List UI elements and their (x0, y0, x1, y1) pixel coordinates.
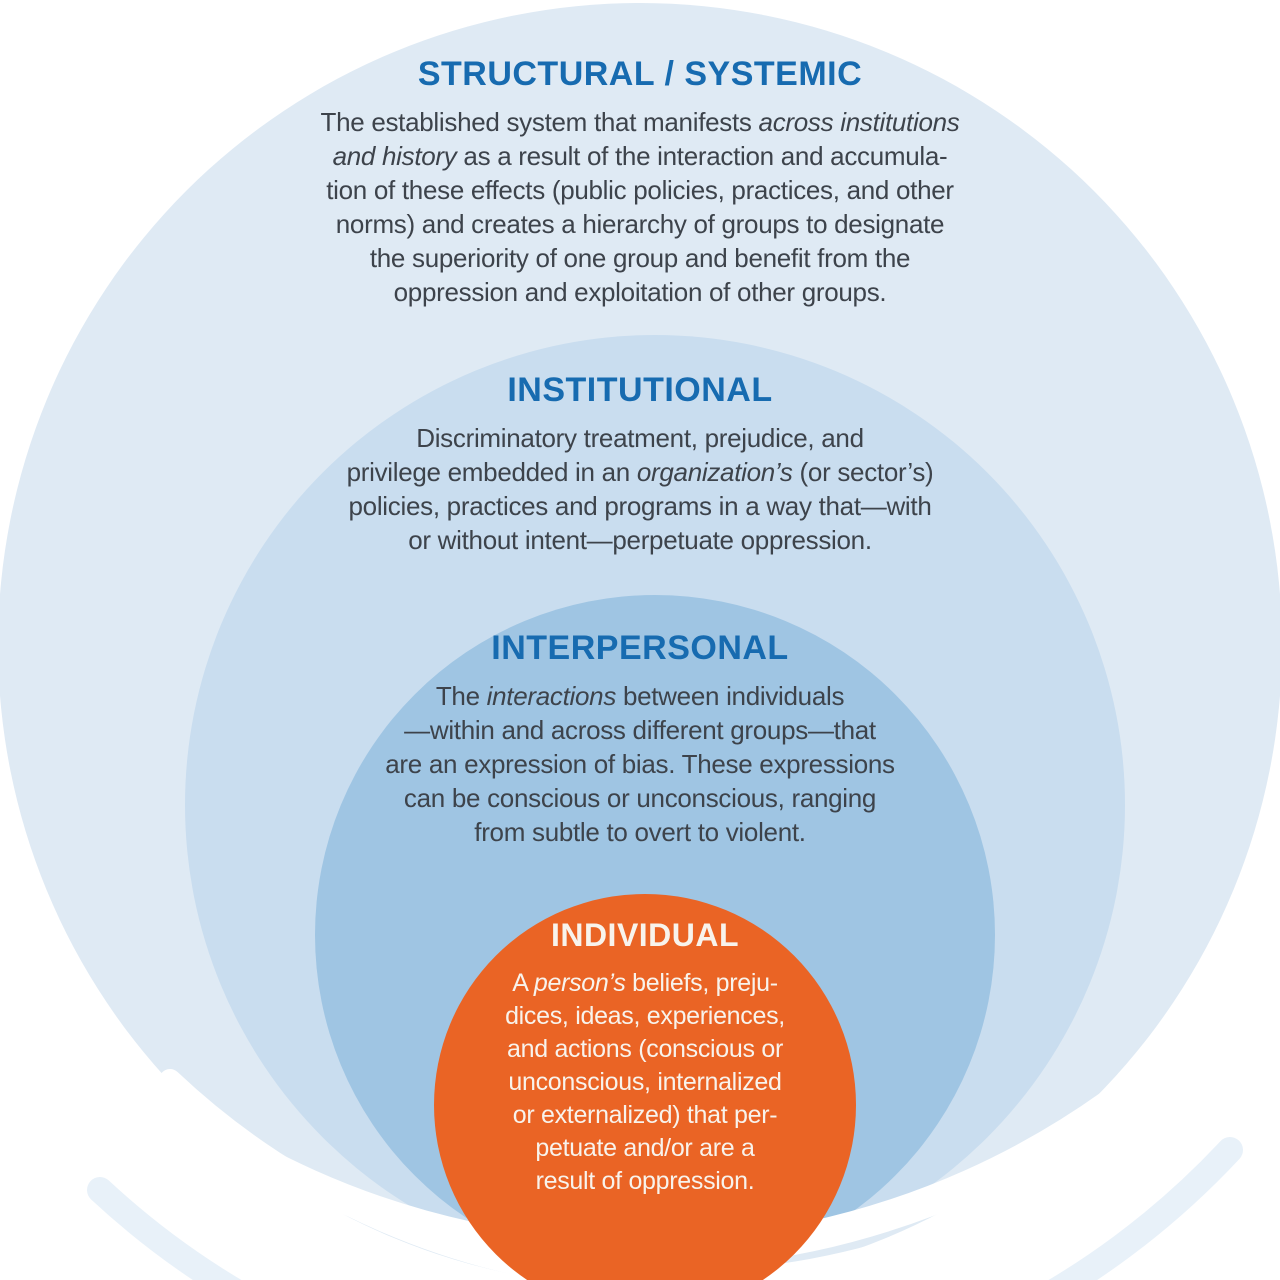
interpersonal-title: INTERPERSONAL (491, 629, 789, 667)
interpersonal-description: The interactions between individuals—wit… (385, 681, 895, 848)
faint-swoosh-arc (87, 1137, 1243, 1280)
structural-title: STRUCTURAL / SYSTEMIC (417, 55, 863, 93)
level-structural: STRUCTURAL / SYSTEMIC The established sy… (0, 55, 1280, 309)
structural-description: The established system that manifests ac… (320, 107, 960, 308)
level-institutional: INSTITUTIONAL Discriminatory treatment, … (0, 371, 1280, 557)
level-interpersonal: INTERPERSONAL The interactions between i… (0, 629, 1280, 849)
institutional-description: Discriminatory treatment, prejudice, and… (346, 423, 934, 556)
individual-circle (434, 894, 856, 1280)
white-swoosh-arc-inner (159, 1069, 1151, 1280)
level-individual: INDIVIDUAL A person’s beliefs, preju-dic… (440, 917, 850, 1198)
individual-description: A person’s beliefs, preju-dices, ideas, … (505, 969, 785, 1196)
individual-title: INDIVIDUAL (550, 917, 740, 953)
institutional-title: INSTITUTIONAL (507, 371, 773, 409)
